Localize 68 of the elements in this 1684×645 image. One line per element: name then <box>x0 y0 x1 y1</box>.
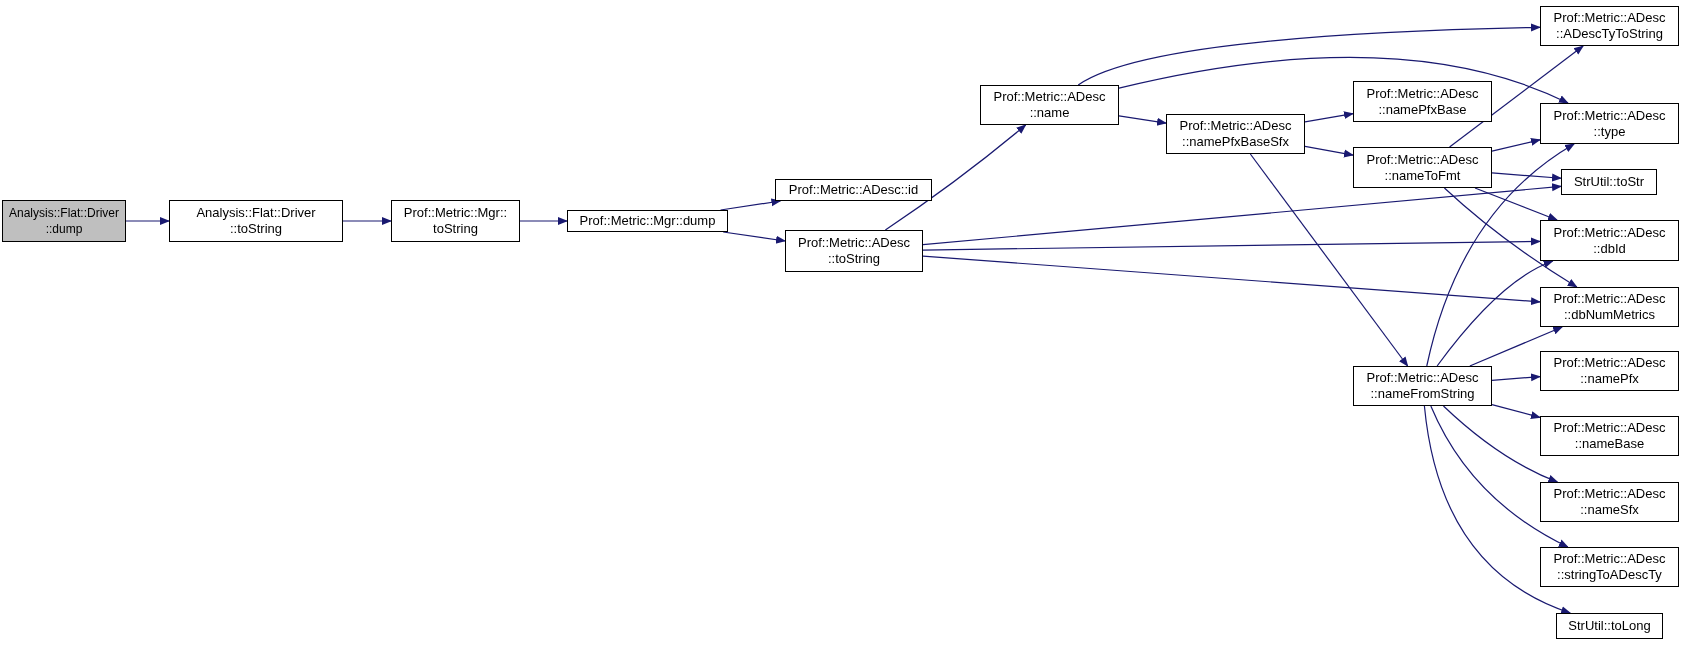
arrow <box>1449 45 1584 148</box>
function-name: Prof::Metric::ADesc ::stringToADescTy <box>1552 551 1667 583</box>
arrow <box>1469 326 1564 367</box>
function-name: Prof::Metric::ADesc ::toString <box>797 235 911 267</box>
function-name: Prof::Metric::Mgr:: toString <box>402 205 509 237</box>
arrow <box>1423 405 1572 614</box>
arrow <box>1491 373 1541 382</box>
function-box <box>1540 351 1679 391</box>
arrow <box>922 237 1541 251</box>
function-name: Prof::Metric::ADesc ::nameSfx <box>1552 486 1667 518</box>
function-box <box>1353 147 1492 188</box>
arrow <box>1474 187 1558 221</box>
arrow <box>1436 260 1554 367</box>
function-name: Prof::Metric::ADesc ::ADescTyToString <box>1552 10 1667 42</box>
function-box <box>391 200 520 242</box>
arrow <box>1491 172 1562 182</box>
function-name: Prof::Metric::ADesc ::nameToFmt <box>1365 151 1480 184</box>
function-box <box>1540 287 1679 327</box>
function-name: Analysis::Flat::Driver ::dump <box>8 205 120 237</box>
arrow <box>922 183 1562 246</box>
arrow <box>1430 405 1569 548</box>
function-name: Prof::Metric::ADesc ::dbNumMetrics <box>1552 291 1667 323</box>
arrow <box>1118 57 1569 104</box>
arrow <box>1118 115 1167 126</box>
function-box <box>1540 482 1679 522</box>
arrow <box>342 217 392 225</box>
function-box <box>1540 6 1679 46</box>
function-name: Prof::Metric::ADesc ::namePfxBaseSfx <box>1178 118 1293 150</box>
arrow <box>519 217 568 225</box>
function-box <box>980 85 1119 125</box>
function-box <box>1540 416 1679 456</box>
function-name: Prof::Metric::ADesc ::dbId <box>1552 224 1667 257</box>
arrow <box>884 124 1027 231</box>
function-box <box>1540 547 1679 587</box>
function-box <box>1540 220 1679 261</box>
arrow <box>1491 138 1541 152</box>
function-box <box>1540 103 1679 144</box>
function-box <box>169 200 343 242</box>
function-box <box>1166 114 1305 154</box>
function-name: Analysis::Flat::Driver ::toString <box>195 205 317 237</box>
function-box <box>1353 366 1492 406</box>
function-box <box>1561 169 1657 195</box>
arrow <box>1491 403 1541 419</box>
function-name: Prof::Metric::Mgr::dump <box>578 213 717 229</box>
arrow <box>922 255 1541 306</box>
function-name: Prof::Metric::ADesc ::type <box>1552 107 1667 140</box>
arrow <box>1442 405 1559 483</box>
function-box <box>1556 613 1663 639</box>
function-name: Prof::Metric::ADesc ::namePfxBase <box>1365 85 1480 118</box>
function-box <box>785 230 923 272</box>
function-name: Prof::Metric::ADesc ::nameFromString <box>1365 370 1480 402</box>
function-name: Prof::Metric::ADesc ::nameBase <box>1552 420 1667 452</box>
arrow <box>1304 111 1354 123</box>
arrow <box>1426 143 1575 367</box>
arrow <box>1077 23 1541 86</box>
arrow <box>125 217 170 225</box>
function-box <box>2 200 126 242</box>
arrow <box>1304 145 1354 158</box>
arrow <box>1249 153 1409 367</box>
function-name: Prof::Metric::ADesc ::name <box>992 89 1107 121</box>
arrow <box>1443 187 1578 288</box>
function-box <box>567 210 728 232</box>
function-name: Prof::Metric::ADesc::id <box>787 182 920 198</box>
function-name: Prof::Metric::ADesc ::namePfx <box>1552 355 1667 387</box>
function-name: StrUtil::toStr <box>1572 174 1646 190</box>
function-name: StrUtil::toLong <box>1567 618 1652 634</box>
function-box <box>775 179 932 201</box>
function-box <box>1353 81 1492 122</box>
